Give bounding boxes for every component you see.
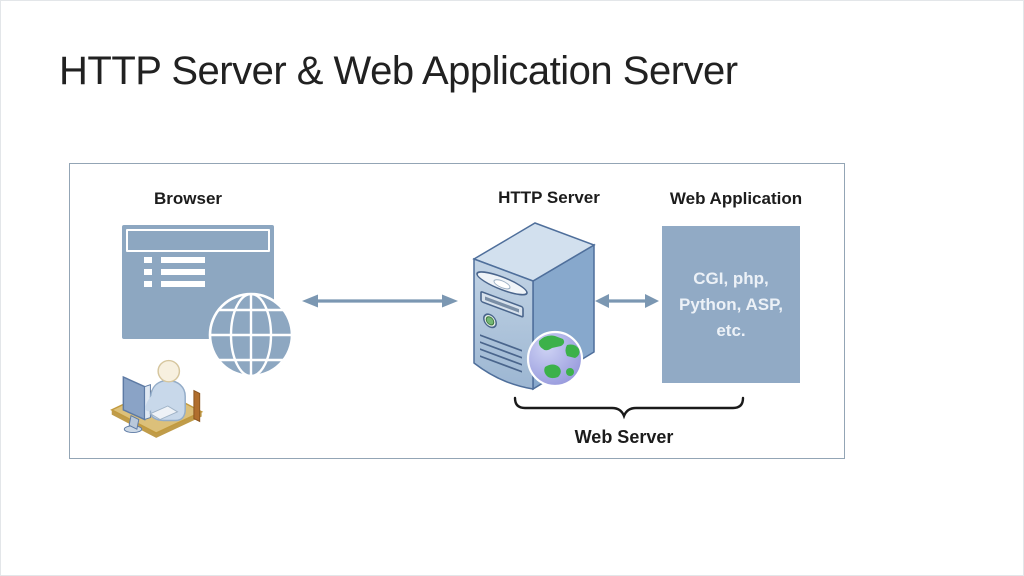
server-vents (480, 334, 522, 373)
browser-window-icon (122, 225, 274, 339)
monitor-stand (128, 414, 140, 430)
user-at-desk-icon (110, 359, 204, 438)
server-slot-opening (485, 296, 519, 313)
arrow-http-webapp-icon (595, 294, 659, 308)
text-line-icon (161, 257, 205, 263)
browser-label: Browser (153, 189, 223, 208)
bullet-icon (144, 257, 152, 263)
server-tower-icon (472, 222, 596, 391)
web-application-box: CGI, php, Python, ASP, etc. (662, 226, 800, 383)
underbrace-icon (513, 396, 745, 420)
browser-address-bar (126, 229, 270, 252)
bullet-icon (144, 281, 152, 287)
http-server-label: HTTP Server (498, 188, 600, 207)
web-application-label: Web Application (669, 189, 803, 208)
person-arm (145, 391, 162, 412)
chair-icon (193, 389, 201, 423)
web-server-label: Web Server (574, 427, 674, 447)
webapp-text-line: CGI, php, (693, 268, 769, 288)
server-drive-button (493, 279, 511, 290)
arrow-browser-http-icon (302, 294, 458, 308)
webapp-text-line: etc. (716, 320, 746, 340)
keyboard-icon (149, 405, 179, 421)
person-head (157, 359, 181, 383)
text-line-icon (161, 269, 205, 275)
server-power-led (485, 316, 495, 326)
globe-icon (208, 292, 294, 378)
webapp-text-line: Python, ASP, (679, 294, 783, 314)
diagram-panel: Browser HTTP Server Web Application (69, 163, 845, 459)
bullet-icon (144, 269, 152, 275)
earth-icon (526, 330, 584, 388)
text-line-icon (161, 281, 205, 287)
page-title: HTTP Server & Web Application Server (59, 49, 738, 93)
